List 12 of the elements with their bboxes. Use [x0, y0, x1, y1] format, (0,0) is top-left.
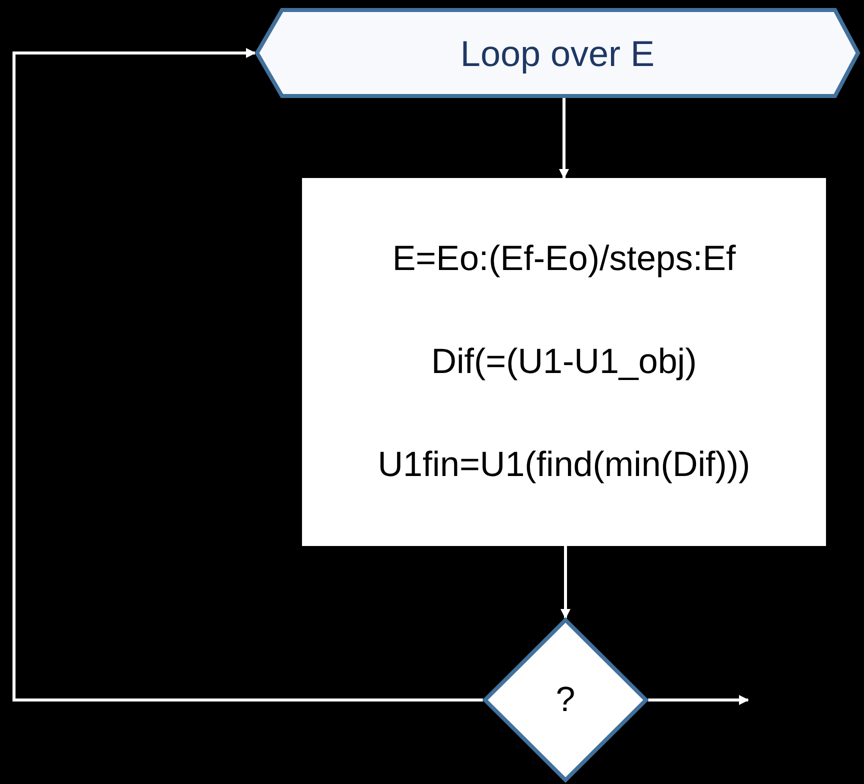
process-box [302, 178, 826, 546]
arrow [559, 98, 569, 179]
node-text: Dif(=(U1-U1_obj) [431, 341, 697, 384]
arrow [648, 695, 749, 705]
node-text: U1fin=U1(find(min(Dif))) [378, 444, 750, 486]
arrow [560, 546, 570, 619]
node-text: Loop over E [460, 32, 655, 76]
loop-hexagon [255, 8, 860, 98]
node-text: E=Eo:(Ef-Eo)/steps:Ef [392, 238, 736, 280]
decision-diamond [483, 618, 648, 782]
arrow [12, 48, 483, 702]
node-text: ? [556, 679, 576, 722]
